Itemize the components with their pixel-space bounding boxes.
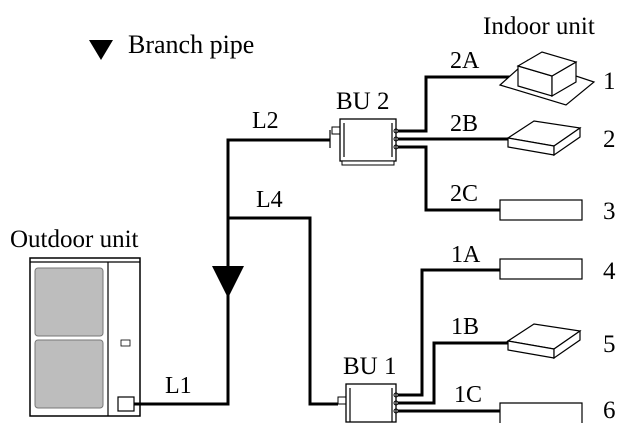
- indoor-number-6: 6: [603, 397, 616, 423]
- pipe-1b: [398, 341, 510, 405]
- label-1a: 1A: [451, 242, 481, 268]
- indoor-unit-6: [499, 402, 583, 423]
- label-2c: 2C: [450, 181, 478, 207]
- label-2a: 2A: [450, 48, 480, 74]
- branch-pipe-legend-icon: [89, 40, 113, 60]
- bu1-unit: [337, 383, 399, 423]
- label-l1: L1: [165, 373, 192, 399]
- pipe-l4: [226, 216, 338, 406]
- pipe-1a: [398, 268, 500, 397]
- label-2b: 2B: [450, 111, 478, 137]
- indoor-unit-5: [506, 323, 582, 360]
- pipe-2a: [398, 75, 522, 133]
- pipe-l1: [134, 290, 230, 406]
- pipe-2c: [398, 145, 500, 212]
- bu2-unit: [329, 118, 399, 166]
- bu2-label: BU 2: [336, 88, 389, 115]
- label-1c: 1C: [454, 382, 482, 408]
- outdoor-unit-title: Outdoor unit: [10, 226, 139, 253]
- label-l2: L2: [252, 108, 279, 134]
- branch-joint-icon: [212, 266, 244, 298]
- indoor-unit-1: [498, 51, 596, 106]
- indoor-number-2: 2: [603, 126, 616, 153]
- indoor-unit-2: [506, 120, 582, 157]
- outdoor-unit: [29, 257, 141, 417]
- indoor-number-1: 1: [603, 68, 616, 95]
- indoor-unit-title: Indoor unit: [483, 13, 595, 40]
- indoor-number-3: 3: [603, 198, 616, 225]
- indoor-unit-3: [499, 199, 583, 221]
- indoor-number-5: 5: [603, 331, 616, 358]
- bu1-label: BU 1: [343, 353, 396, 380]
- indoor-number-4: 4: [603, 258, 616, 285]
- label-1b: 1B: [451, 314, 479, 340]
- indoor-unit-4: [499, 258, 583, 280]
- legend: Branch pipe: [89, 30, 254, 60]
- branch-pipe-legend-label: Branch pipe: [128, 30, 254, 59]
- label-l4: L4: [256, 187, 283, 213]
